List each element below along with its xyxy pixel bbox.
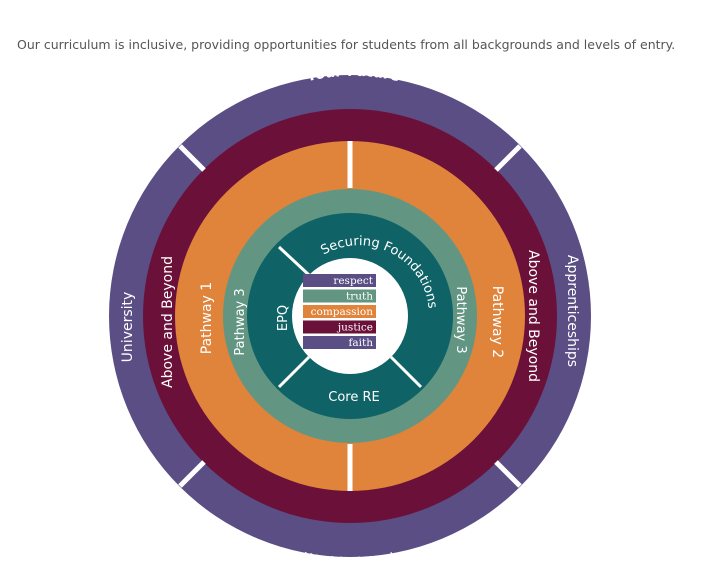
value-bar-truth bbox=[303, 289, 376, 303]
value-label-truth: truth bbox=[346, 291, 373, 303]
value-bar-respect bbox=[303, 274, 376, 287]
outer-bottom-label: World of Work bbox=[302, 549, 402, 571]
outer-bottom-text: World of Work bbox=[302, 549, 402, 571]
teal-ring-dividers bbox=[277, 245, 423, 389]
value-bar-justice bbox=[303, 320, 376, 334]
value-bar-faith bbox=[303, 336, 376, 349]
green-left-label: Pathway 3 bbox=[233, 288, 248, 355]
outer-left-label: University bbox=[120, 292, 136, 363]
value-label-compassion: compassion bbox=[311, 306, 374, 318]
teal-bottom-label: Core RE bbox=[328, 390, 379, 405]
outer-ring-dividers bbox=[178, 144, 522, 488]
teal-left-label: EPQ bbox=[276, 305, 291, 331]
maroon-right-label: Above and Beyond bbox=[525, 250, 541, 382]
orange-left-label: Pathway 1 bbox=[199, 282, 215, 354]
maroon-left-label: Above and Beyond bbox=[160, 256, 176, 388]
value-label-faith: faith bbox=[349, 337, 374, 349]
outer-top-text: Your Future bbox=[304, 64, 401, 86]
intro-text: Our curriculum is inclusive, providing o… bbox=[17, 37, 676, 52]
green-right-label: Pathway 3 bbox=[453, 286, 468, 353]
value-bar-compassion bbox=[303, 305, 376, 318]
value-label-justice: justice bbox=[336, 322, 373, 334]
values-stack: respect truth compassion justice faith bbox=[303, 274, 376, 349]
value-label-respect: respect bbox=[333, 275, 373, 287]
orange-right-label: Pathway 2 bbox=[489, 286, 505, 358]
outer-right-label: Apprenticeships bbox=[564, 255, 580, 367]
outer-top-label: Your Future bbox=[304, 64, 401, 86]
